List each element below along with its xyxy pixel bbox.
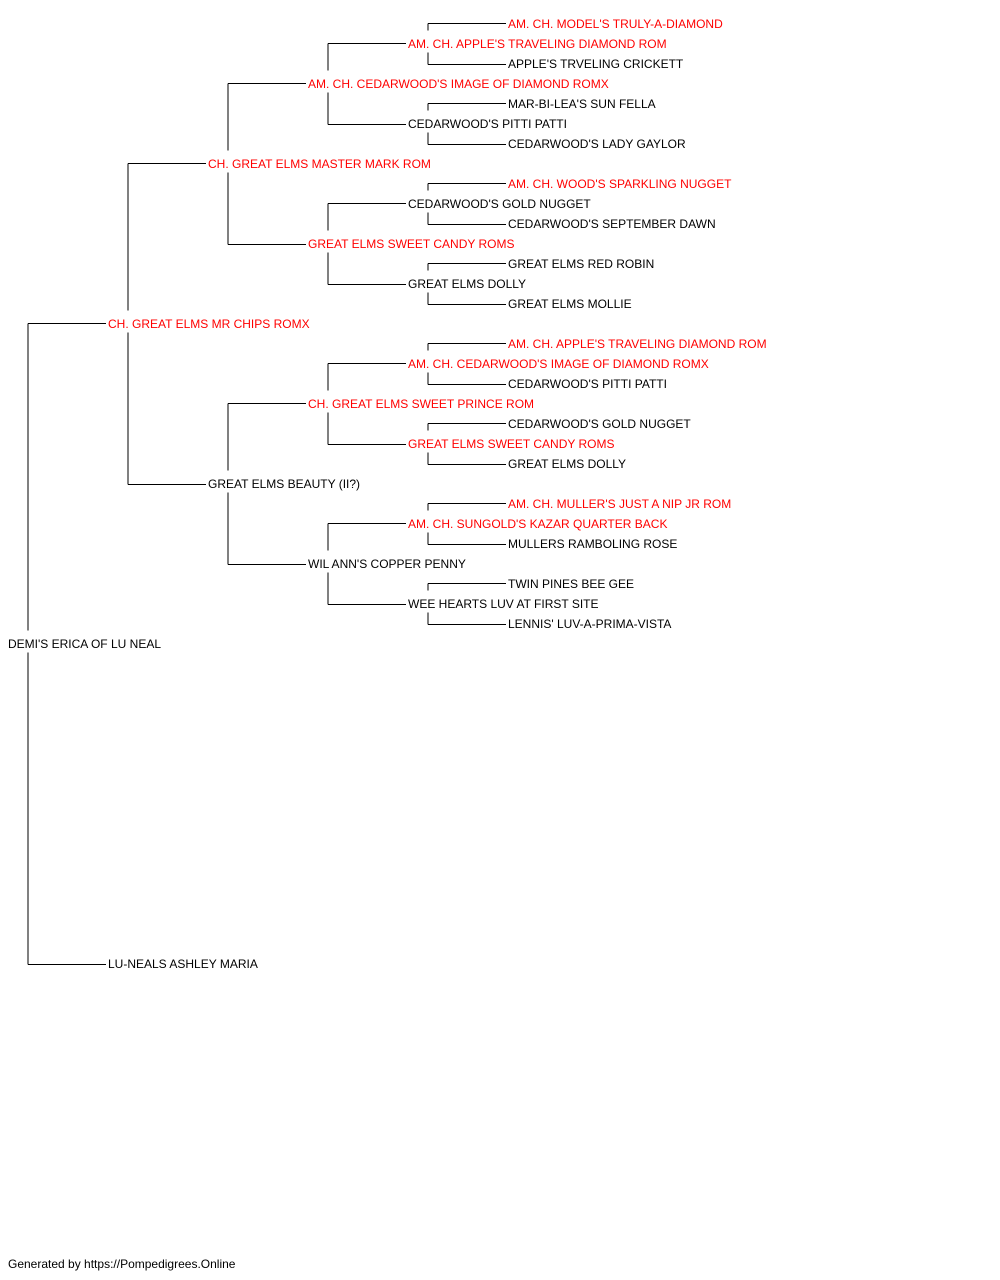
pedigree-entry-pedigree-sire-dam: GREAT ELMS BEAUTY (II?) bbox=[208, 476, 361, 491]
footer-credit: Generated by https://Pompedigrees.Online bbox=[8, 1257, 236, 1271]
pedigree-entry-pedigree-sire-dam-sire-dam: GREAT ELMS SWEET CANDY ROMS bbox=[408, 436, 615, 451]
pedigree-entry-pedigree-sire-sire-sire-sire-dam: APPLE'S TRVELING CRICKETT bbox=[508, 56, 684, 71]
pedigree-entry-pedigree-sire-dam-sire-dam-dam: GREAT ELMS DOLLY bbox=[508, 456, 627, 471]
pedigree-entry-pedigree-sire-sire-dam-sire-sire: AM. CH. WOOD'S SPARKLING NUGGET bbox=[508, 176, 732, 191]
pedigree-entry-pedigree-sire-dam-sire-dam-sire: CEDARWOOD'S GOLD NUGGET bbox=[508, 416, 691, 431]
pedigree-entry-pedigree-sire-dam-dam-dam-dam: LENNIS' LUV-A-PRIMA-VISTA bbox=[508, 616, 672, 631]
pedigree-entry-pedigree-sire-sire-sire-dam: CEDARWOOD'S PITTI PATTI bbox=[408, 116, 567, 131]
pedigree-entry-pedigree-sire-sire-sire-sire-sire: AM. CH. MODEL'S TRULY-A-DIAMOND bbox=[508, 16, 723, 31]
pedigree-entry-pedigree-sire-dam-dam-dam-sire: TWIN PINES BEE GEE bbox=[508, 576, 635, 591]
pedigree-entry-pedigree-sire-sire-dam-sire-dam: CEDARWOOD'S SEPTEMBER DAWN bbox=[508, 216, 716, 231]
pedigree-entry-pedigree-sire-dam-sire-sire: AM. CH. CEDARWOOD'S IMAGE OF DIAMOND ROM… bbox=[408, 356, 709, 371]
pedigree-entry-pedigree-sire-dam-sire-sire-dam: CEDARWOOD'S PITTI PATTI bbox=[508, 376, 667, 391]
pedigree-entry-pedigree-sire: CH. GREAT ELMS MR CHIPS ROMX bbox=[108, 316, 310, 331]
pedigree-entry-pedigree-sire-sire-dam-dam-dam: GREAT ELMS MOLLIE bbox=[508, 296, 632, 311]
pedigree-entry-pedigree-sire-sire-sire: AM. CH. CEDARWOOD'S IMAGE OF DIAMOND ROM… bbox=[308, 76, 609, 91]
pedigree-entry-pedigree-sire-dam-dam-sire-dam: MULLERS RAMBOLING ROSE bbox=[508, 536, 678, 551]
pedigree-entry-pedigree-sire-sire-dam-sire: CEDARWOOD'S GOLD NUGGET bbox=[408, 196, 591, 211]
pedigree-entry-pedigree-sire-sire-dam-dam: GREAT ELMS DOLLY bbox=[408, 276, 527, 291]
pedigree-entry-pedigree-sire-dam-sire-sire-sire: AM. CH. APPLE'S TRAVELING DIAMOND ROM bbox=[508, 336, 767, 351]
pedigree-entry-pedigree-sire-sire-dam: GREAT ELMS SWEET CANDY ROMS bbox=[308, 236, 515, 251]
pedigree-entry-pedigree: DEMI'S ERICA OF LU NEAL bbox=[8, 636, 161, 651]
pedigree-entry-pedigree-sire-sire-sire-dam-sire: MAR-BI-LEA'S SUN FELLA bbox=[508, 96, 656, 111]
pedigree-entry-pedigree-sire-dam-dam-sire: AM. CH. SUNGOLD'S KAZAR QUARTER BACK bbox=[408, 516, 668, 531]
pedigree-entry-pedigree-sire-dam-dam-dam: WEE HEARTS LUV AT FIRST SITE bbox=[408, 596, 599, 611]
pedigree-entry-pedigree-sire-dam-dam-sire-sire: AM. CH. MULLER'S JUST A NIP JR ROM bbox=[508, 496, 732, 511]
pedigree-entry-pedigree-sire-dam-sire: CH. GREAT ELMS SWEET PRINCE ROM bbox=[308, 396, 535, 411]
pedigree-entry-pedigree-sire-sire: CH. GREAT ELMS MASTER MARK ROM bbox=[208, 156, 431, 171]
pedigree-entry-pedigree-sire-dam-dam: WIL ANN'S COPPER PENNY bbox=[308, 556, 466, 571]
pedigree-entry-pedigree-dam: LU-NEALS ASHLEY MARIA bbox=[108, 956, 258, 971]
pedigree-entry-pedigree-sire-sire-sire-dam-dam: CEDARWOOD'S LADY GAYLOR bbox=[508, 136, 686, 151]
pedigree-entry-pedigree-sire-sire-sire-sire: AM. CH. APPLE'S TRAVELING DIAMOND ROM bbox=[408, 36, 667, 51]
pedigree-entry-pedigree-sire-sire-dam-dam-sire: GREAT ELMS RED ROBIN bbox=[508, 256, 655, 271]
